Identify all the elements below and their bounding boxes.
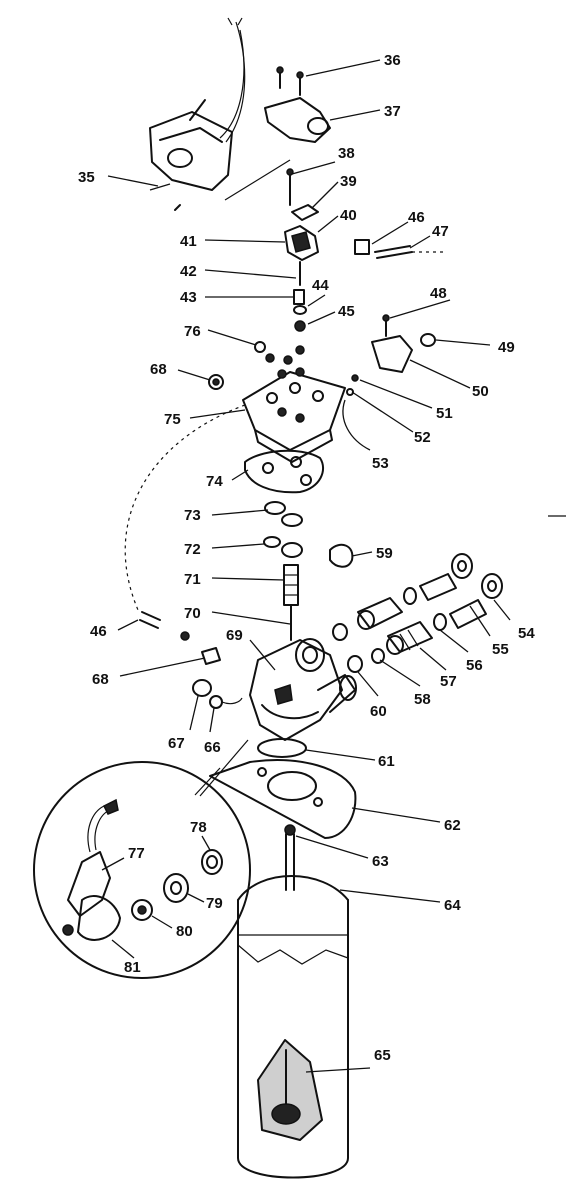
tube-47: [374, 245, 445, 259]
clip-59: [329, 543, 354, 568]
oring-ring: [332, 623, 348, 641]
label-51: 51: [436, 405, 453, 422]
label-75: 75: [164, 411, 181, 428]
label-55: 55: [492, 641, 509, 658]
label-57: 57: [440, 673, 457, 690]
cover-74: [244, 449, 325, 494]
label-38: 38: [338, 145, 355, 162]
label-43: 43: [180, 289, 197, 306]
nozzle-body-50: [346, 314, 436, 396]
washer-44: [293, 305, 307, 315]
label-52: 52: [414, 429, 431, 446]
riser-63: [284, 824, 296, 891]
label-37: 37: [384, 103, 401, 120]
fitting-46-top: [354, 239, 370, 255]
cartridge-lower: [371, 573, 503, 664]
seal-72: [263, 536, 303, 558]
distributor-65: [257, 1039, 323, 1141]
label-77: 77: [128, 845, 145, 862]
label-42: 42: [180, 263, 197, 280]
label-66: 66: [204, 739, 221, 756]
label-35: 35: [78, 169, 95, 186]
label-76: 76: [184, 323, 201, 340]
valve-plate-75: [242, 345, 346, 463]
label-68-top: 68: [150, 361, 167, 378]
cover-62: [209, 759, 357, 839]
gear-78: [201, 849, 223, 875]
detail-inset: [33, 761, 251, 979]
label-56: 56: [466, 657, 483, 674]
label-48: 48: [430, 285, 447, 302]
label-74: 74: [206, 473, 223, 490]
valve-body-69: [249, 638, 357, 741]
label-59: 59: [376, 545, 393, 562]
gear-80: [131, 899, 153, 921]
screw-81: [62, 924, 74, 936]
label-60: 60: [370, 703, 387, 720]
label-81: 81: [124, 959, 141, 976]
label-53: 53: [372, 455, 389, 472]
label-62: 62: [444, 817, 461, 834]
label-58: 58: [414, 691, 431, 708]
oring-60: [347, 655, 363, 673]
cap-67: [192, 679, 212, 697]
label-54: 54: [518, 625, 535, 642]
label-65: 65: [374, 1047, 391, 1064]
label-71: 71: [184, 571, 201, 588]
label-70: 70: [184, 605, 201, 622]
label-68-left: 68: [92, 671, 109, 688]
plug-76: [254, 341, 266, 353]
label-49: 49: [498, 339, 515, 356]
label-63: 63: [372, 853, 389, 870]
gasket-61: [257, 738, 307, 758]
label-80: 80: [176, 923, 193, 940]
label-64: 64: [444, 897, 461, 914]
spring-43: [293, 289, 305, 305]
label-47: 47: [432, 223, 449, 240]
fitting-68-left: [201, 647, 221, 665]
seal-73: [264, 501, 303, 527]
label-44: 44: [312, 277, 329, 294]
cartridge-upper: [357, 553, 473, 630]
label-46-left: 46: [90, 623, 107, 640]
label-67: 67: [168, 735, 185, 752]
label-61: 61: [378, 753, 395, 770]
screw-part: [296, 71, 304, 96]
piston-71: [283, 564, 299, 606]
label-73: 73: [184, 507, 201, 524]
label-36: 36: [384, 52, 401, 69]
label-72: 72: [184, 541, 201, 558]
label-40: 40: [340, 207, 357, 224]
gear-79: [163, 873, 189, 903]
label-79: 79: [206, 895, 223, 912]
fitting-68-top: [208, 374, 224, 390]
ball-45: [294, 320, 306, 332]
label-69: 69: [226, 627, 243, 644]
label-39: 39: [340, 173, 357, 190]
label-45: 45: [338, 303, 355, 320]
label-41: 41: [180, 233, 197, 250]
bracket-part: [264, 66, 331, 143]
screw-38: [286, 168, 294, 206]
timer-housing-part: [149, 17, 246, 211]
label-50: 50: [472, 383, 489, 400]
tank-64: [237, 875, 349, 1179]
label-78: 78: [190, 819, 207, 836]
plate-39: [291, 204, 319, 221]
motor-77: [67, 798, 121, 941]
ring-66: [209, 695, 243, 709]
fitting-46-left: [139, 611, 190, 641]
cam-41: [284, 225, 319, 261]
label-46-top: 46: [408, 209, 425, 226]
